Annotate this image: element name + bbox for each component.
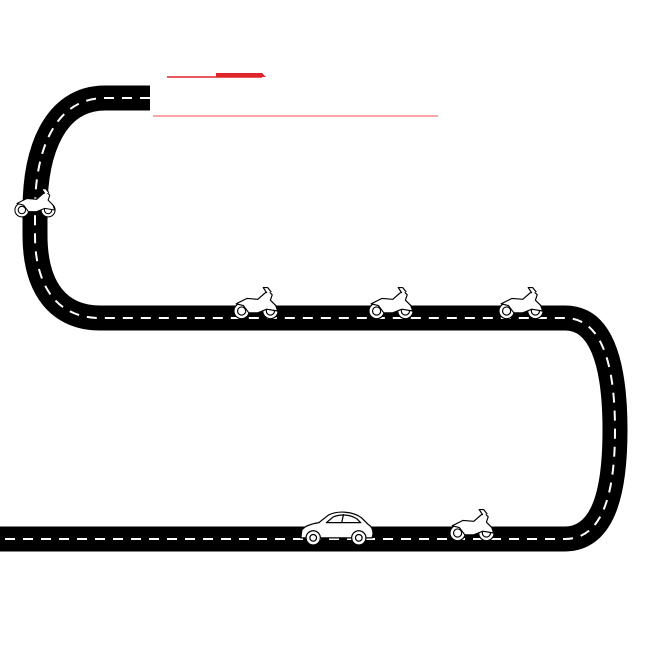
winding-road <box>0 85 628 552</box>
vehicles <box>14 188 544 546</box>
road-center-dashes <box>0 97 617 540</box>
accent-bar <box>216 73 266 77</box>
header-decoration <box>153 73 438 117</box>
